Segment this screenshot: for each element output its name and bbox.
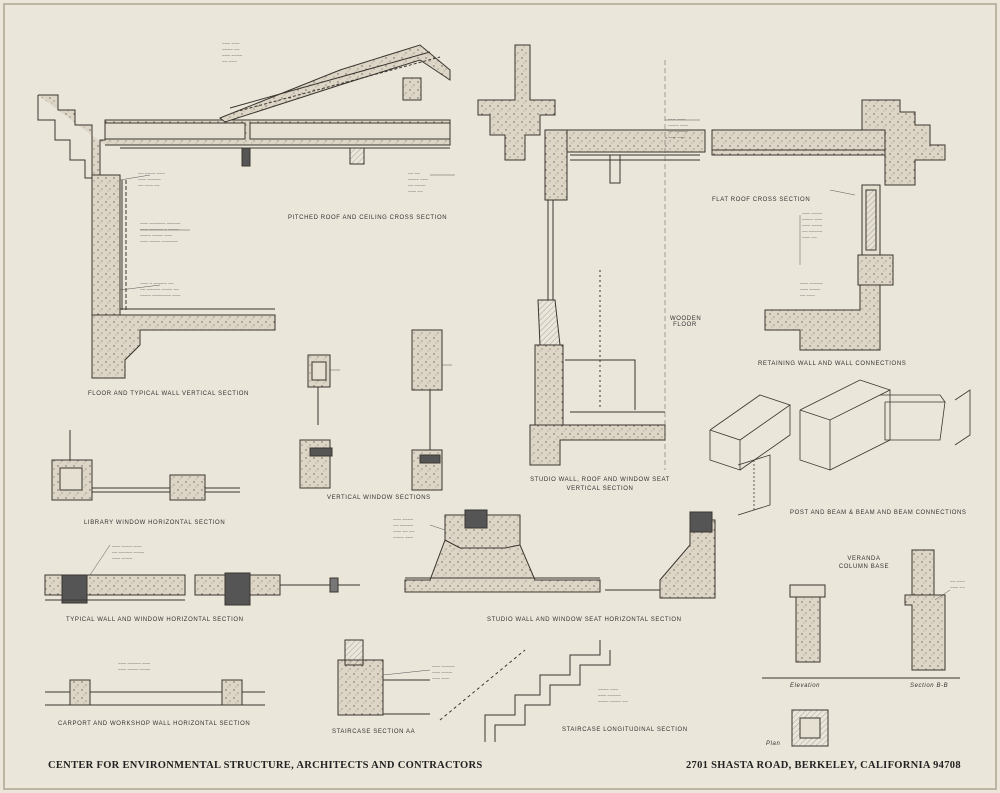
caption-library-window: LIBRARY WINDOW HORIZONTAL SECTION [84,520,226,526]
annotation-note: ~~ ~~~ ~~~ ~~ [950,580,965,591]
caption-wooden-floor: WOODEN FLOOR [670,316,702,328]
caption-post-beam: POST AND BEAM & BEAM AND BEAM CONNECTION… [790,510,967,516]
annotation-note: ~~~ ~~~~ ~~~~ ~~~ ~~~ ~~~~ ~~ ~~~~~ ~~~ … [802,212,823,241]
caption-floor-wall: FLOOR AND TYPICAL WALL VERTICAL SECTION [88,391,249,397]
annotation-note: ~~~~ ~~~ ~~~ ~~~~~ ~~~~ ~~~~ ~~ [598,688,628,705]
caption-studio-wall-horizontal: STUDIO WALL AND WINDOW SEAT HORIZONTAL S… [487,617,682,623]
annotation-note: ~~~ ~~~~~ ~~~ ~~~ ~~~~ ~~~~ [118,662,151,673]
caption-vertical-window: VERTICAL WINDOW SECTIONS [327,495,431,501]
caption-section-b: Section B-B [910,683,949,689]
footer-address: 2701 SHASTA ROAD, BERKELEY, CALIFORNIA 9… [686,760,961,771]
caption-elevation: Elevation [790,683,821,689]
annotation-note: ~~~ ~~~~ ~~ ~~~~~ ~~~ ~~ ~~ ~~~~ ~~~ [393,518,415,541]
annotation-note: ~~~ ~~~ ~~~~ ~~ ~~~ ~~~~ ~~ ~~~ [222,42,243,65]
caption-retaining-wall: RETAINING WALL AND WALL CONNECTIONS [758,361,907,367]
annotation-note: ~~ ~~ ~~~~ ~~~ ~~ ~~~~ ~~~ ~~ [408,172,429,195]
annotation-note: ~~~ ~~~~~~ ~~~~~ ~~~ ~~~~~ ~ ~~~~ ~~~~ ~… [140,222,181,245]
caption-studio-wall-vertical: STUDIO WALL, ROOF AND WINDOW SEAT VERTIC… [530,477,670,492]
annotation-note: ~~~ ~ ~~~~~ ~~ ~~ ~~~~~ ~~~~ ~~ ~~~~ ~~~… [140,282,181,299]
caption-pitched-roof: PITCHED ROOF AND CEILING CROSS SECTION [288,215,448,221]
caption-veranda: VERANDA COLUMN BASE [838,556,890,570]
caption-staircase-longitudinal: STAIRCASE LONGITUDINAL SECTION [562,727,688,733]
annotation-note: ~~~ ~~~~~ ~~~ ~~~~ ~~ ~~~ [800,282,823,299]
annotation-note: ~~~ ~~~~ ~~~ ~~ ~~~~~ ~~~~ ~~~ ~~~~ [112,545,145,562]
footer-firm-name: CENTER FOR ENVIRONMENTAL STRUCTURE, ARCH… [48,760,483,771]
annotation-note: ~~~ ~~~~~ ~~~ ~~~~ ~~~ ~~~ [432,665,455,682]
caption-staircase-section: STAIRCASE SECTION AA [332,729,416,735]
caption-plan: Plan [766,741,781,747]
annotation-note: ~~ ~~~~ ~~~ ~~~ ~~~~~ ~~ ~~~ ~~ [138,172,165,189]
caption-carport: CARPORT AND WORKSHOP WALL HORIZONTAL SEC… [58,721,251,727]
annotation-note: ~~~ ~~~ ~~~~ ~~~ ~~ ~~~~~ ~~~ ~~~ [668,118,689,141]
caption-flat-roof: FLAT ROOF CROSS SECTION [712,197,811,203]
caption-typical-wall-window: TYPICAL WALL AND WINDOW HORIZONTAL SECTI… [66,617,244,623]
